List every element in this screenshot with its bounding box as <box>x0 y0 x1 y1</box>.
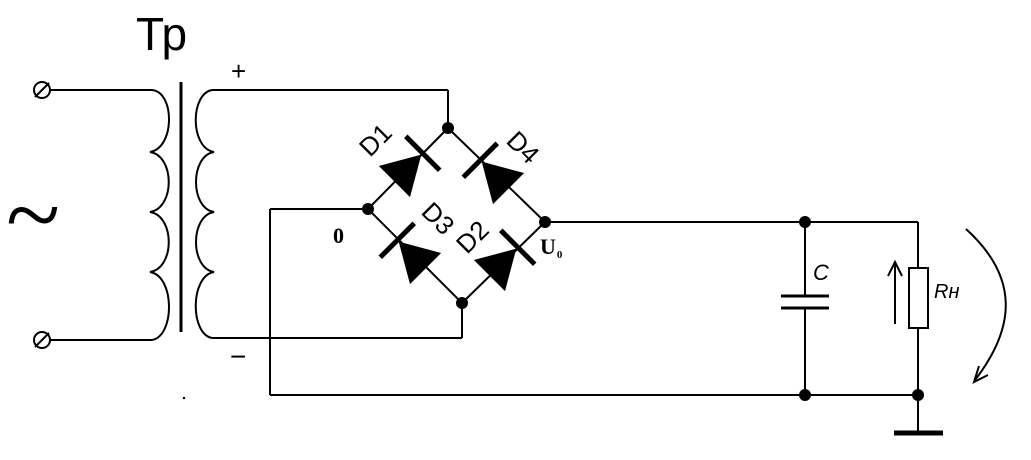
load-resistor-label: Rн <box>934 281 959 303</box>
node-label-zero: 0 <box>333 223 344 248</box>
input-terminal-bottom <box>33 331 51 349</box>
capacitor-label: C <box>813 260 829 285</box>
plus-sign: + <box>231 56 246 86</box>
voltage-curve-arrow-icon <box>965 228 1007 384</box>
diode-d1 <box>378 134 442 198</box>
minus-sign: − <box>230 341 246 372</box>
stray-dot <box>182 396 186 400</box>
input-terminal-top <box>33 81 51 99</box>
diode-label-d1: D1 <box>353 118 398 163</box>
transformer-label: Тр <box>136 8 187 60</box>
output-voltage-subscript: 0 <box>557 249 563 261</box>
diode-d4 <box>461 141 525 205</box>
output-voltage-symbol: U <box>540 234 556 259</box>
ac-source-symbol: ~ <box>6 159 60 270</box>
output-voltage-label: U0 <box>540 234 563 261</box>
primary-winding <box>50 89 170 341</box>
diode-label-d4: D4 <box>501 125 546 170</box>
junction-dots <box>362 122 924 401</box>
load-resistor <box>908 222 929 395</box>
capacitor <box>781 222 829 395</box>
ground-symbol-icon <box>894 395 943 436</box>
diode-d3 <box>378 221 442 285</box>
secondary-winding <box>194 89 463 339</box>
current-arrow-icon <box>887 259 903 324</box>
diode-d2 <box>473 228 537 292</box>
